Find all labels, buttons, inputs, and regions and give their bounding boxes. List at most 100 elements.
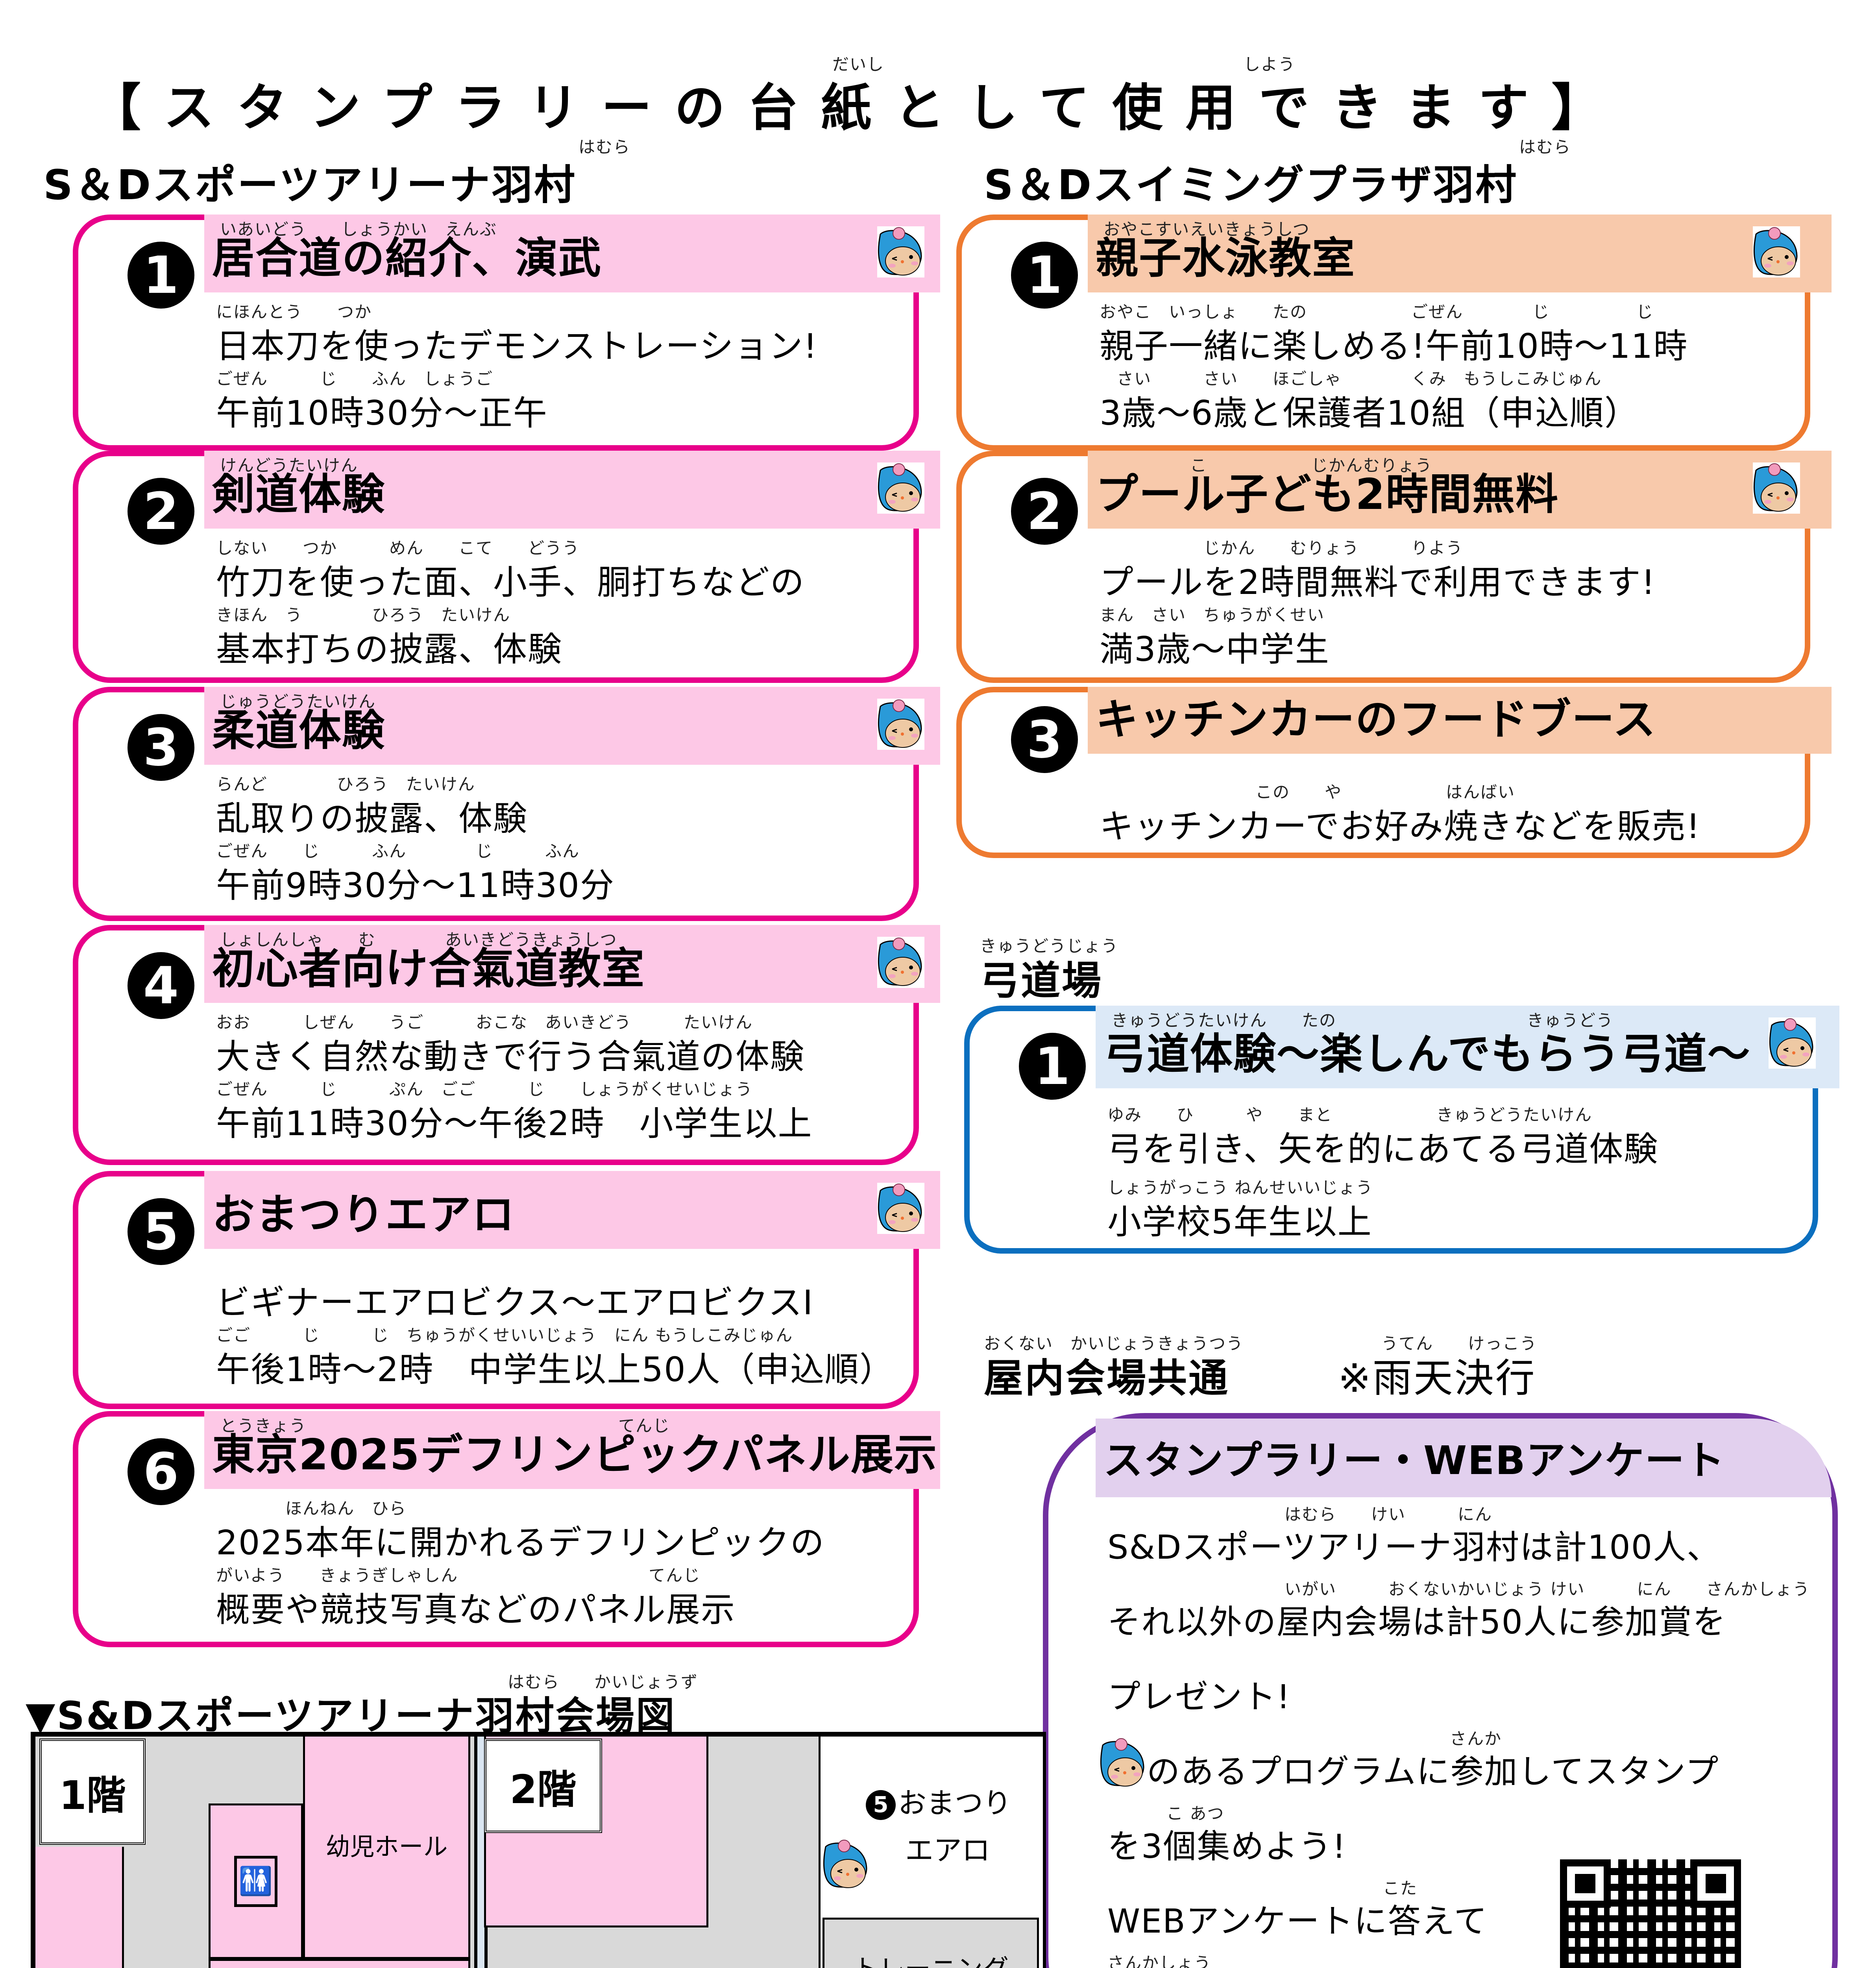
rally-text-line: S&Dスポーツアリーナ羽村は計100人、 <box>1107 1528 1721 1567</box>
restroom-icon: 🚻 <box>234 1855 277 1907</box>
right-section-title: S＆Dスイミングプラザ羽村 <box>984 161 1518 209</box>
program-detail-line: 竹刀を使った面、小手、胴打ちなどの <box>216 563 805 602</box>
program-title: 親子水泳教室 <box>1096 234 1356 283</box>
stamp-mascot-icon <box>877 699 924 750</box>
program-detail-line: 午前10時30分～正午 <box>216 394 548 433</box>
kyudo-title: 弓道場 <box>980 958 1103 1004</box>
indoor-title: 屋内会場共通 <box>984 1355 1229 1401</box>
program-number-badge: 1 <box>1019 1033 1086 1100</box>
stamp-mascot-icon <box>1769 1017 1816 1069</box>
program-header: けんどうたいけん剣道体験 <box>204 451 940 529</box>
program-line-ruby: じかん むりょう りよう <box>1100 538 1464 558</box>
program-number-badge: 2 <box>1011 478 1078 545</box>
program-detail-line: 日本刀を使ったデモンストレーション! <box>216 327 818 366</box>
program-detail-line: 大きく自然な動きで行う合氣道の体験 <box>216 1037 805 1076</box>
stamp-mascot-icon <box>877 226 924 277</box>
training-room: トレーニング ルーム <box>822 1918 1039 1968</box>
banner-ruby-daishi: だいし <box>832 55 885 74</box>
program-line-ruby: しない つか めん こて どうう <box>216 538 580 558</box>
table-tennis-room: 卓球室 <box>209 1959 470 1968</box>
program-detail-line: 午前11時30分～午後2時 小学生以上 <box>216 1104 813 1143</box>
program-header: おまつりエアロ <box>204 1171 940 1249</box>
program-title: 弓道体験～楽しんでもらう弓道～ <box>1103 1030 1751 1079</box>
program-title: 居合道の紹介、演武 <box>212 234 602 283</box>
program-title-ruby: いあいどう しょうかい えんぶ <box>220 220 497 239</box>
left-section-title: S＆Dスポーツアリーナ羽村 <box>43 161 577 209</box>
program-detail-line: プールを2時間無料で利用できます! <box>1100 563 1656 602</box>
program-detail-line: 満3歳～中学生 <box>1100 630 1330 669</box>
qr-finder <box>1690 1859 1741 1908</box>
stamp-rally-box: スタンプラリー・WEBアンケート はむら けい にん S&Dスポーツアリーナ羽村は… <box>1043 1413 1838 1968</box>
program-header: キッチンカーのフードブース <box>1088 687 1832 754</box>
program-header: じゅうどうたいけん柔道体験 <box>204 687 940 765</box>
program-title-ruby: けんどうたいけん <box>220 456 358 475</box>
restroom-1f-a: 🚻 <box>209 1803 303 1959</box>
program-detail-line: 概要や競技写真などのパネル展示 <box>216 1590 736 1630</box>
program-line-ruby: がいよう きょうぎしゃしん てんじ <box>216 1566 701 1585</box>
infant-hall: 幼児ホール <box>303 1737 470 1959</box>
banner-ruby-shiyou: しよう <box>1244 55 1296 74</box>
program-title-ruby: きゅうどうたいけん たの きゅうどう <box>1111 1011 1614 1030</box>
web-survey-qr[interactable] <box>1560 1859 1741 1968</box>
program-title: 剣道体験 <box>212 470 386 519</box>
program-header: とうきょう てんじ東京2025デフリンピックパネル展示 <box>204 1411 940 1489</box>
kyudo-ruby: きゅうどうじょう <box>980 936 1119 956</box>
program-title: 柔道体験 <box>212 706 386 755</box>
rally-line-ruby: さんかしょう <box>1107 1953 1212 1968</box>
program-line-ruby: ほんねん ひら <box>216 1499 407 1518</box>
program-line-ruby: おやこ いっしょ たの ごぜん じ じ <box>1100 302 1654 322</box>
program-line-ruby: きほん う ひろう たいけん <box>216 605 511 625</box>
indoor-note-ruby: うてん けっこう <box>1381 1334 1538 1353</box>
program-line-ruby: まん さい ちゅうがくせい <box>1100 605 1325 625</box>
program-line-ruby: ごぜん じ ふん しょうご <box>216 369 493 388</box>
venue-number: 5 <box>866 1790 896 1820</box>
program-title: 初心者向け合氣道教室 <box>212 944 645 993</box>
program-line-ruby: この や はんばい <box>1100 782 1516 802</box>
stamp-rally-title: スタンプラリー・WEBアンケート <box>1103 1437 1725 1483</box>
venue-floor-map: 1階 更衣室 🚻 幼児ホール 卓球室 下駄箱 🚻 ♿ EV/階段 本部 ロビー … <box>31 1732 1046 1968</box>
program-card: 2 こ じかんむりょうプール子ども2時間無料 じかん むりょう りようプールを2… <box>956 451 1832 683</box>
room-block <box>35 1847 124 1968</box>
program-title-ruby: しょしんしゃ む あいきどうきょうしつ <box>220 930 617 949</box>
program-title: キッチンカーのフードブース <box>1096 695 1656 744</box>
stamp-mascot-icon <box>877 937 924 988</box>
program-title: プール子ども2時間無料 <box>1096 470 1559 519</box>
program-detail-line: 3歳～6歳と保護者10組（申込順） <box>1100 394 1639 433</box>
map-title-ruby: はむら かいじょうず <box>508 1672 699 1692</box>
stamp-rally-header: スタンプラリー・WEBアンケート <box>1096 1419 1832 1497</box>
program-line-ruby: らんど ひろう たいけん <box>216 775 475 794</box>
program-detail-line: 午前9時30分～11時30分 <box>216 866 615 905</box>
left-section-ruby: はむら <box>579 137 631 157</box>
rally-line-ruby: さんか <box>1450 1729 1502 1748</box>
program-title: おまつりエアロ <box>212 1190 516 1239</box>
program-title-ruby: じゅうどうたいけん <box>220 692 376 711</box>
stamp-mascot-icon <box>1100 1737 1147 1789</box>
program-line-ruby: しょうがっこう ねんせいいじょう <box>1107 1178 1373 1197</box>
program-line-ruby: ゆみ ひ や まと きゅうどうたいけん <box>1107 1105 1593 1125</box>
program-card: 1 きゅうどうたいけん たの きゅうどう弓道体験～楽しんでもらう弓道～ ゆみ ひ … <box>964 1006 1839 1254</box>
program-number-badge: 1 <box>1011 242 1078 309</box>
rally-text-line: を3個集めよう! <box>1107 1827 1347 1866</box>
stamp-mascot-icon <box>1753 462 1800 514</box>
program-title-ruby: こ じかんむりょう <box>1103 456 1433 475</box>
rally-text-line: プレゼント! <box>1107 1678 1291 1716</box>
program-number-badge: 3 <box>1011 706 1078 773</box>
training-label: トレーニング <box>853 1951 1009 1968</box>
floor-2-label: 2階 <box>484 1739 602 1833</box>
map-title: ▼S&Dスポーツアリーナ羽村会場図 <box>26 1694 676 1739</box>
rally-text-line: それ以外の屋内会場は計50人に参加賞を <box>1107 1603 1726 1641</box>
program-line-ruby: ごぜん じ ふん じ ふん <box>216 842 580 861</box>
rally-line-ruby: はむら けい にん <box>1285 1505 1493 1524</box>
qr-finder <box>1560 1859 1611 1908</box>
program-line-ruby: おお しぜん うご おこな あいきどう たいけん <box>216 1013 753 1032</box>
indoor-ruby: おくない かいじょうきょうつう <box>984 1334 1244 1353</box>
program-title: 東京2025デフリンピックパネル展示 <box>212 1430 938 1480</box>
stamp-mascot-icon <box>1753 226 1800 277</box>
program-detail-line: 小学校5年生以上 <box>1107 1202 1372 1242</box>
